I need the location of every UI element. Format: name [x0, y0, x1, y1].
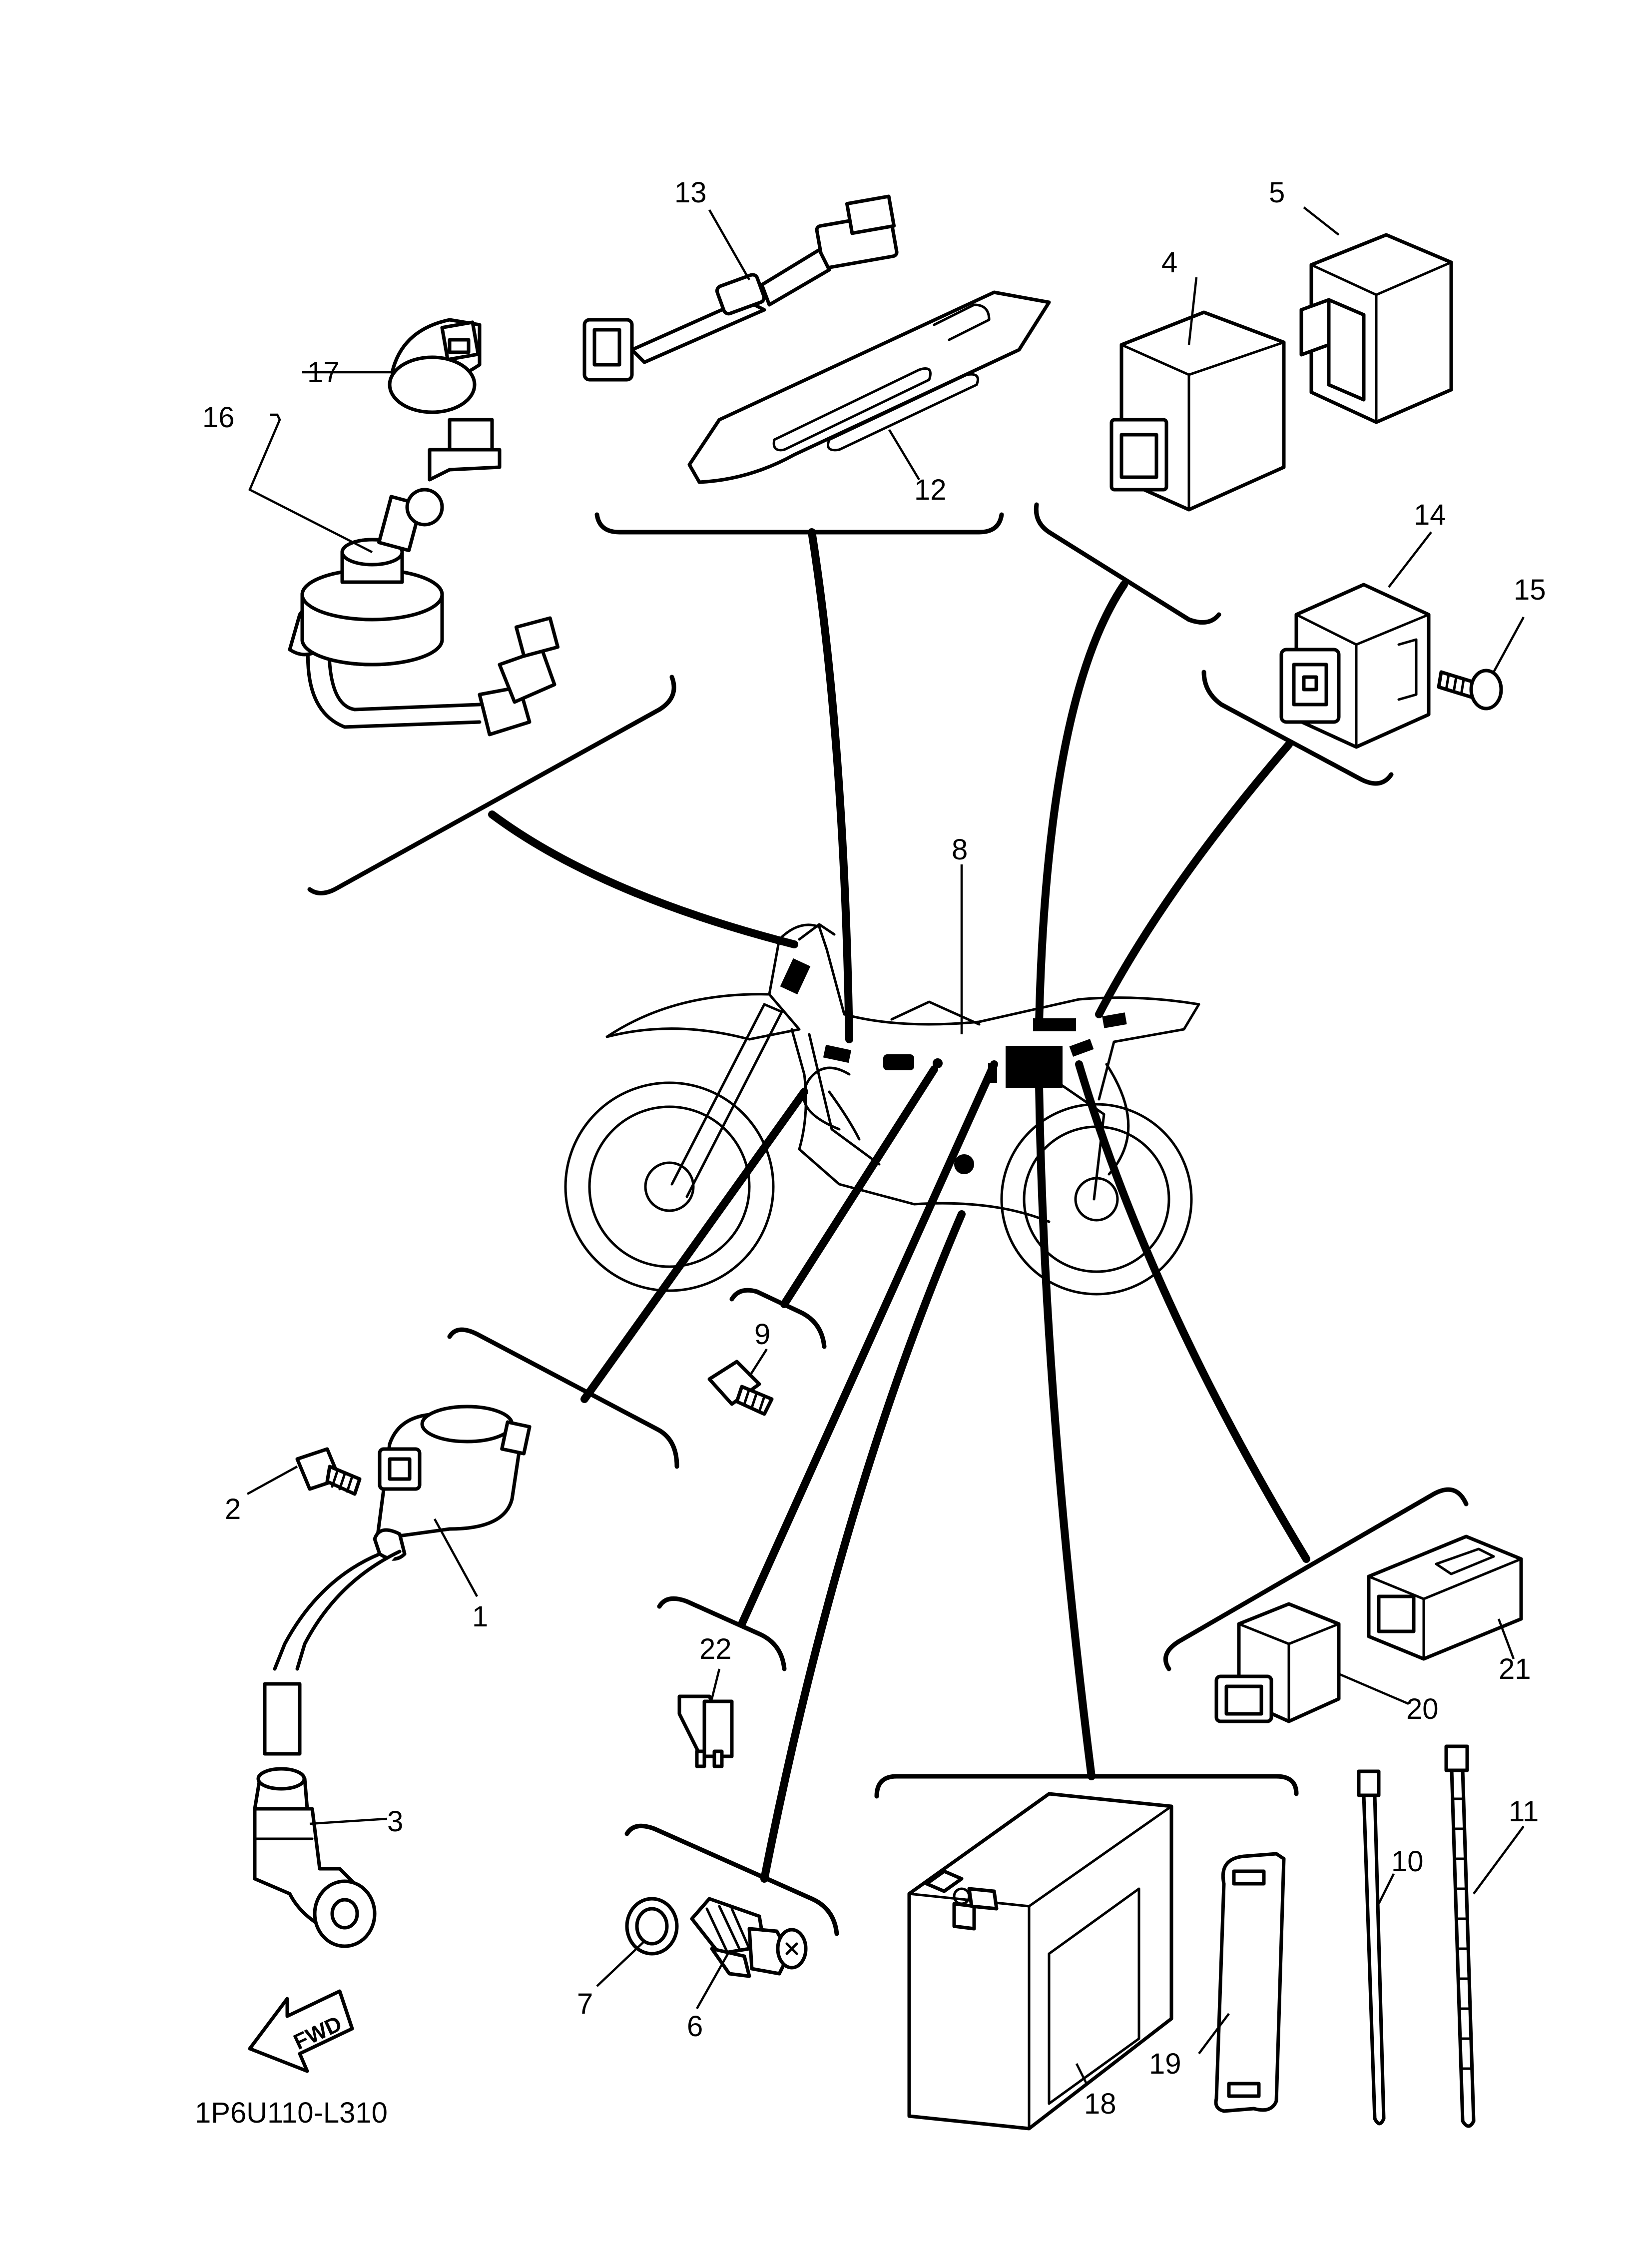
callout-5: 5 [1269, 176, 1285, 209]
group-bracket-cdi [1034, 502, 1221, 625]
leader-neutral-switch [760, 1210, 966, 1883]
lead-wire-13 [582, 194, 899, 382]
callout-12: 12 [914, 474, 947, 506]
diagram-code: 1P6U110-L310 [195, 2097, 388, 2129]
leader-ignition-switch [488, 810, 798, 948]
bolt-9 [707, 1360, 774, 1416]
group-bracket-harness [594, 512, 1004, 535]
group-bracket-coil [447, 1327, 679, 1469]
bolt-2 [295, 1447, 362, 1496]
plug-cap-3 [253, 1682, 377, 1948]
rear-wheel [1000, 1103, 1193, 1296]
cable-tie-11 [1444, 1744, 1476, 2128]
washer-7 [625, 1897, 679, 1956]
callout-15: 15 [1514, 574, 1546, 606]
callout-20: 20 [1406, 1693, 1439, 1725]
relay-14 [1279, 583, 1431, 749]
leader-cdi [1035, 581, 1128, 1028]
group-bracket-neutral-switch [624, 1823, 839, 1936]
leader-couplers [1075, 1060, 1310, 1563]
group-bracket-couplers [1163, 1487, 1469, 1671]
callout-14: 14 [1414, 499, 1446, 531]
coupler-20 [1214, 1602, 1341, 1723]
motorcycle-silhouette [564, 923, 1200, 1296]
callout-lines [246, 206, 1525, 2085]
protector-plate-12 [687, 290, 1051, 484]
callout-7: 7 [577, 1988, 593, 2020]
group-bracket-battery [874, 1774, 1299, 1799]
neutral-switch-6 [690, 1897, 808, 1978]
callout-8: 8 [952, 833, 968, 866]
group-bracket-fuse [657, 1596, 787, 1671]
fwd-arrow: FWD [248, 1989, 354, 2073]
callout-1: 1 [472, 1600, 488, 1633]
callout-17: 17 [307, 356, 340, 389]
group-bracket-ignition-switch [307, 675, 676, 895]
callout-22: 22 [699, 1633, 732, 1665]
ignition-coil-1 [273, 1405, 532, 1671]
callout-10: 10 [1391, 1845, 1424, 1878]
front-wheel [564, 1081, 775, 1292]
leader-fuse [738, 1060, 998, 1628]
callout-19: 19 [1149, 2048, 1181, 2080]
leader-harness [808, 528, 853, 1043]
callout-9: 9 [754, 1318, 770, 1351]
callout-3: 3 [387, 1805, 403, 1838]
cdi-unit-4 [1109, 310, 1286, 512]
bolt-15 [1437, 669, 1503, 711]
leader-relay [1095, 741, 1293, 1018]
callout-21: 21 [1499, 1653, 1531, 1685]
main-switch-assembly [288, 318, 560, 737]
callout-13: 13 [674, 176, 707, 209]
callout-11: 11 [1509, 1795, 1539, 1828]
cable-tie-10 [1357, 1769, 1386, 2126]
group-bracket-bolt-9 [729, 1288, 827, 1349]
battery-band-19 [1214, 1852, 1286, 2113]
leader-bolt-9 [780, 1065, 938, 1308]
leader-coil [580, 1088, 808, 1403]
battery-18 [907, 1792, 1173, 2131]
callout-numbers: 1 2 3 4 5 6 7 8 9 10 11 12 13 14 15 16 1… [202, 176, 1546, 2120]
coupler-21 [1367, 1534, 1523, 1661]
fuse-22 [677, 1694, 734, 1768]
callout-6: 6 [687, 2010, 703, 2043]
rectifier-cover-5 [1299, 233, 1453, 424]
leader-battery [1035, 1080, 1096, 1780]
callout-2: 2 [225, 1493, 241, 1525]
callout-18: 18 [1084, 2088, 1116, 2120]
callout-4: 4 [1161, 246, 1177, 279]
callout-16: 16 [202, 401, 235, 434]
